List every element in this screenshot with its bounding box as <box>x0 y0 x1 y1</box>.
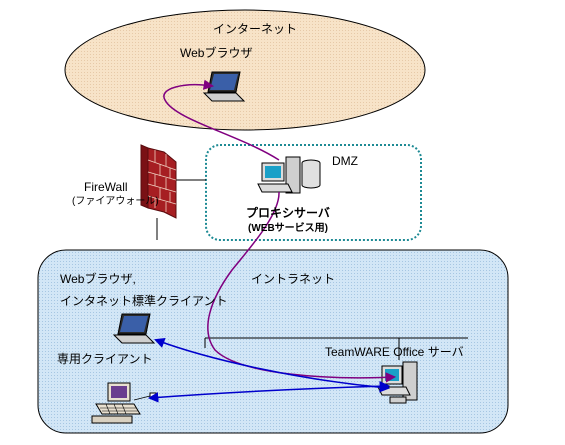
client-to-server-line <box>147 380 391 403</box>
dedicated-client-label: 専用クライアント <box>57 352 153 366</box>
internet-zone <box>64 9 426 131</box>
internet-laptop-icon <box>202 71 246 102</box>
dmz-label: DMZ <box>332 154 358 168</box>
internet-browser-label: Webブラウザ <box>180 46 253 60</box>
teamware-server-label: TeamWARE Office サーバ <box>325 345 464 359</box>
proxy-server-icon <box>257 156 321 194</box>
intranet-browser-label: Webブラウザ, <box>60 272 136 286</box>
dmz-zone <box>205 144 422 241</box>
proxy-server-label: プロキシサーバ <box>246 206 330 220</box>
internet-zone-label: インターネット <box>213 22 298 36</box>
intranet-client-label: インタネット標準クライアント <box>60 294 228 308</box>
dedicated-client-pc-icon <box>91 382 157 424</box>
firewall-sublabel: (ファイアウォール) <box>72 196 159 207</box>
proxy-server-note: (WEBサービス用) <box>248 223 328 234</box>
firewall-icon <box>140 144 177 219</box>
intranet-laptop-icon <box>112 313 156 344</box>
intranet-zone-label: イントラネット <box>251 272 336 286</box>
proxy-route-line <box>163 79 280 161</box>
firewall-label: FireWall <box>84 180 128 194</box>
